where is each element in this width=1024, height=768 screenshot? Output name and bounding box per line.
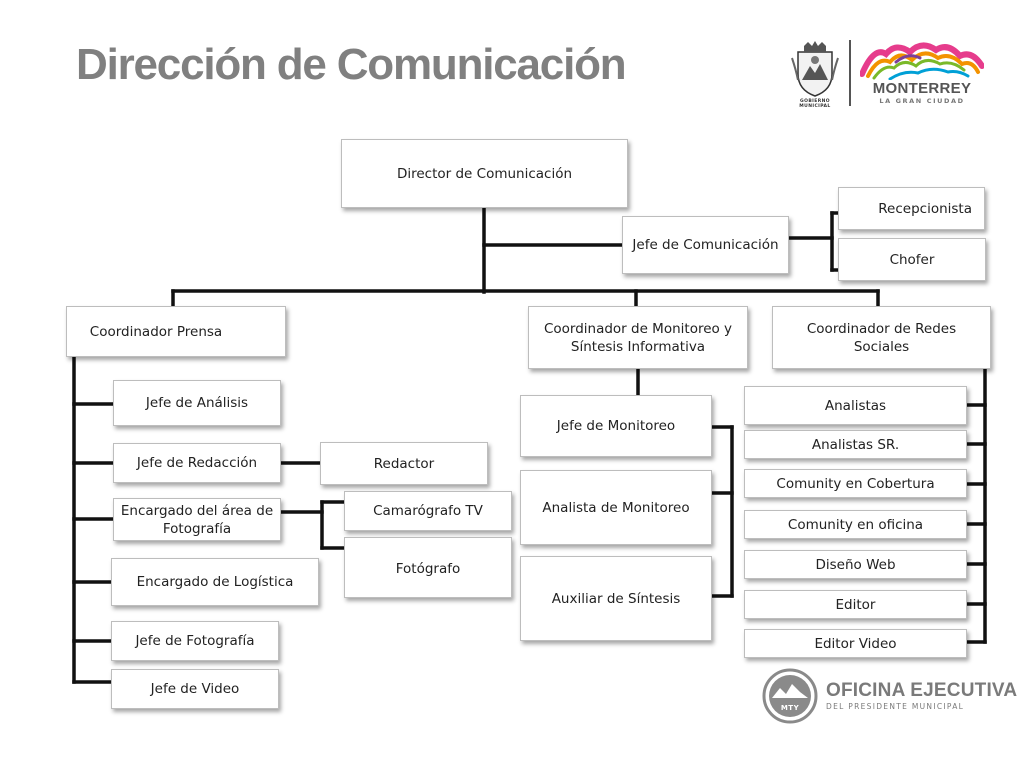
coordinador-monitoreo-box: Coordinador de Monitoreo y Síntesis Info… xyxy=(528,306,748,369)
municipal-crest-icon xyxy=(791,41,839,97)
redes-item: Comunity en oficina xyxy=(744,510,967,539)
coordinador-prensa-box: Coordinador Prensa xyxy=(66,306,286,357)
jefe-fotografia-box: Jefe de Fotografía xyxy=(111,621,279,661)
jefe-redaccion-label: Jefe de Redacción xyxy=(136,455,258,471)
auxiliar-sintesis-label: Auxiliar de Síntesis xyxy=(551,590,681,607)
coordinador-monitoreo-line1: Coordinador de Monitoreo y xyxy=(543,320,733,337)
camarografo-label: Camarógrafo TV xyxy=(373,503,483,519)
city-name: MONTERREY xyxy=(872,80,972,97)
footer-title: OFICINA EJECUTIVA xyxy=(826,680,1018,701)
camarografo-box: Camarógrafo TV xyxy=(344,491,512,531)
auxiliar-sintesis-box: Auxiliar de Síntesis xyxy=(520,556,712,641)
redes-item: Comunity en Cobertura xyxy=(744,469,967,498)
director-label: Director de Comunicación xyxy=(396,166,573,182)
jefe-redaccion-box: Jefe de Redacción xyxy=(113,443,281,483)
jefe-analisis-box: Jefe de Análisis xyxy=(113,380,281,426)
redes-item-label: Analistas SR. xyxy=(811,436,900,453)
analista-monitoreo-label: Analista de Monitoreo xyxy=(542,499,690,516)
director-box: Director de Comunicación xyxy=(341,139,628,208)
recepcionista-box: Recepcionista xyxy=(838,187,985,230)
page-title: Dirección de Comunicación xyxy=(76,40,627,89)
redes-item: Editor xyxy=(744,590,967,619)
jefe-comunicacion-label: Jefe de Comunicación xyxy=(632,237,779,253)
city-tagline: LA GRAN CIUDAD xyxy=(879,97,965,105)
jefe-video-label: Jefe de Video xyxy=(150,681,240,697)
redactor-box: Redactor xyxy=(320,442,488,485)
redes-item: Analistas xyxy=(744,386,967,425)
fotografo-box: Fotógrafo xyxy=(344,537,512,598)
coordinador-redes-label: Coordinador de Redes Sociales xyxy=(806,320,957,355)
oficina-ejecutiva-emblem-icon xyxy=(762,668,818,724)
encargado-fotografia-box: Encargado del área de Fotografía xyxy=(113,498,281,541)
redactor-label: Redactor xyxy=(373,455,435,472)
fotografo-label: Fotógrafo xyxy=(395,561,461,577)
coordinador-prensa-label: Coordinador Prensa xyxy=(89,323,223,340)
footer-badge: MTY xyxy=(780,704,800,712)
encargado-logistica-label: Encargado de Logística xyxy=(136,574,294,590)
redes-item-label: Editor Video xyxy=(814,635,897,652)
redes-item-label: Diseño Web xyxy=(815,556,896,573)
chofer-box: Chofer xyxy=(838,238,986,281)
redes-item-label: Comunity en oficina xyxy=(787,516,924,533)
jefe-video-box: Jefe de Video xyxy=(111,669,279,709)
logo-divider xyxy=(849,40,851,106)
chofer-label: Chofer xyxy=(889,251,935,268)
redes-item: Diseño Web xyxy=(744,550,967,579)
coordinador-redes-box: Coordinador de Redes Sociales xyxy=(772,306,991,369)
jefe-monitoreo-box: Jefe de Monitoreo xyxy=(520,395,712,457)
redes-item-label: Editor xyxy=(835,596,876,613)
analista-monitoreo-box: Analista de Monitoreo xyxy=(520,470,712,545)
coordinador-monitoreo-line2: Síntesis Informativa xyxy=(570,338,706,355)
crest-caption: GOBIERNO MUNICIPAL xyxy=(799,99,831,109)
footer-subtitle: DEL PRESIDENTE MUNICIPAL xyxy=(826,702,965,711)
jefe-monitoreo-label: Jefe de Monitoreo xyxy=(556,418,676,434)
recepcionista-label: Recepcionista xyxy=(878,200,972,217)
jefe-fotografia-label: Jefe de Fotografía xyxy=(135,633,255,649)
redes-item-label: Comunity en Cobertura xyxy=(776,475,935,492)
redes-item: Editor Video xyxy=(744,629,967,658)
encargado-fotografia-line2: Fotografía xyxy=(162,520,232,537)
monterrey-mountains-logo xyxy=(860,42,984,80)
redes-item: Analistas SR. xyxy=(744,430,967,459)
jefe-comunicacion-box: Jefe de Comunicación xyxy=(622,216,789,274)
jefe-analisis-label: Jefe de Análisis xyxy=(145,395,249,411)
encargado-fotografia-line1: Encargado del área de xyxy=(120,502,274,519)
redes-item-label: Analistas xyxy=(824,397,887,414)
encargado-logistica-box: Encargado de Logística xyxy=(111,558,319,606)
